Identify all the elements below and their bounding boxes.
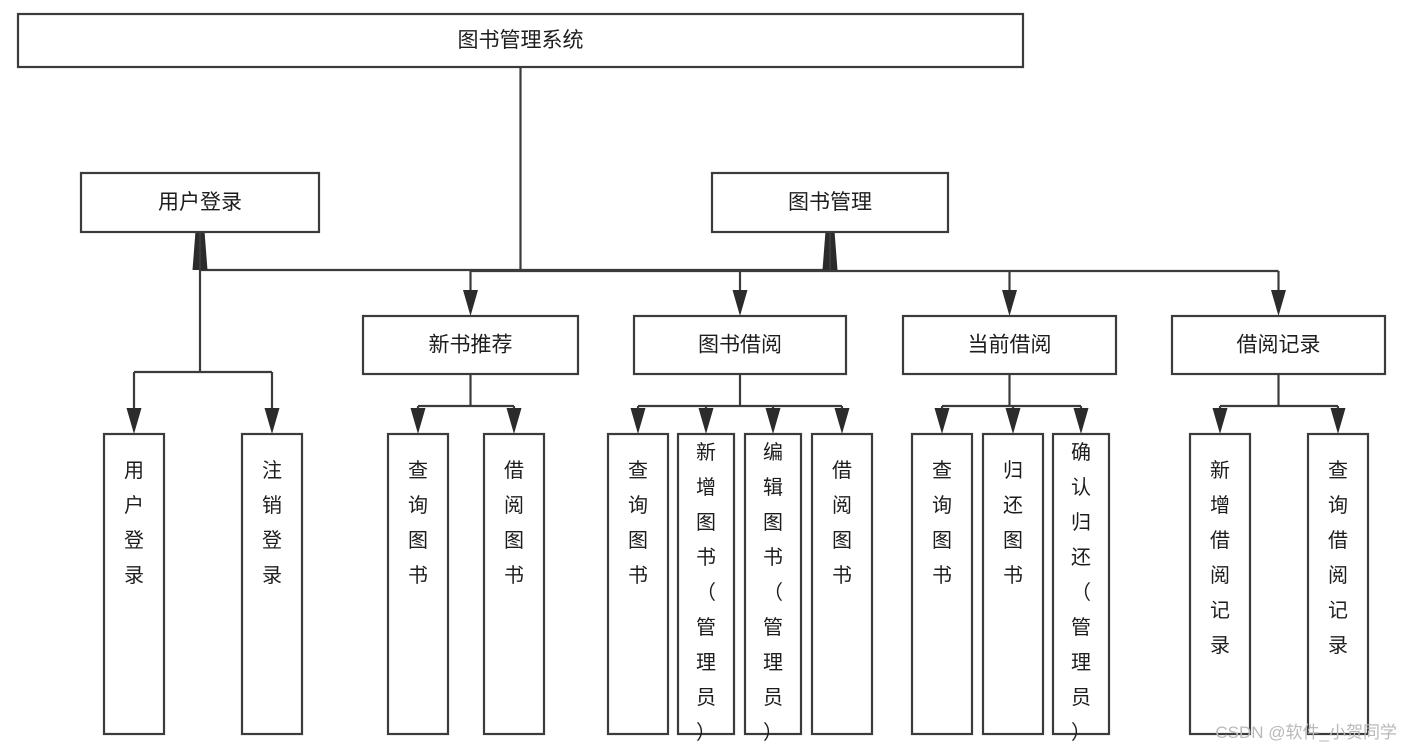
node-box <box>632 314 848 376</box>
node-label: 新增借阅记录 <box>1210 459 1230 657</box>
arrow-head <box>506 408 522 434</box>
edge-group-book-manage <box>463 232 1286 316</box>
node-label: 用户登录 <box>124 460 144 587</box>
node-box <box>910 432 974 736</box>
node-new-book-rec[interactable]: 新书推荐 <box>361 314 580 376</box>
arrow-head <box>698 408 714 434</box>
node-box <box>386 432 450 736</box>
arrow-head <box>463 290 478 316</box>
node-book-manage[interactable]: 图书管理 <box>710 171 950 234</box>
arrow-head <box>630 408 646 434</box>
node-leaf-edit-book[interactable]: 编辑图书（管理员） <box>743 432 803 744</box>
node-box <box>1051 432 1111 736</box>
node-current-borrow[interactable]: 当前借阅 <box>901 314 1118 376</box>
arrow-head <box>410 408 426 434</box>
arrow-head <box>834 408 850 434</box>
arrow-head <box>1212 408 1228 434</box>
node-label: 图书管理 <box>788 191 872 214</box>
edge-group-borrow-record <box>1212 374 1346 434</box>
node-label: 借阅图书 <box>504 459 524 587</box>
node-box <box>482 432 546 736</box>
arrow-head <box>934 408 950 434</box>
node-box <box>743 432 803 736</box>
node-leaf-return-book[interactable]: 归还图书 <box>981 432 1045 736</box>
edge-group-root <box>192 67 838 272</box>
node-box <box>676 432 736 736</box>
node-label: 查询借阅记录 <box>1328 459 1348 657</box>
node-leaf-borrow-book-1[interactable]: 借阅图书 <box>482 432 546 736</box>
node-label: 图书借阅 <box>698 334 782 357</box>
node-label: 当前借阅 <box>968 334 1052 357</box>
node-leaf-query-book-1[interactable]: 查询图书 <box>386 432 450 736</box>
arrow-head <box>732 290 748 316</box>
edge-group-book-borrow <box>630 374 850 434</box>
node-book-borrow[interactable]: 图书借阅 <box>632 314 848 376</box>
node-leaf-user-login[interactable]: 用户登录 <box>102 432 166 736</box>
node-label: 确认归还（管理员） <box>1071 441 1091 744</box>
node-box <box>1170 314 1387 376</box>
node-box <box>102 432 166 736</box>
edge-group-user-login <box>126 232 280 434</box>
node-label: 借阅图书 <box>832 459 852 587</box>
node-box <box>710 171 950 234</box>
node-box <box>16 12 1025 69</box>
node-box <box>981 432 1045 736</box>
node-box <box>606 432 670 736</box>
node-label: 新增图书（管理员） <box>696 441 716 744</box>
node-label: 查询图书 <box>932 459 952 587</box>
edge-group-new-book-rec <box>410 374 522 434</box>
node-borrow-record[interactable]: 借阅记录 <box>1170 314 1387 376</box>
node-box <box>361 314 580 376</box>
edge-group-current-borrow <box>934 374 1089 434</box>
node-leaf-borrow-book-2[interactable]: 借阅图书 <box>810 432 874 736</box>
arrow-head <box>264 408 280 434</box>
edge-layer <box>126 67 1346 434</box>
node-box <box>1188 432 1252 736</box>
node-label: 用户登录 <box>158 191 242 214</box>
node-label: 图书管理系统 <box>458 29 584 52</box>
node-layer: 图书管理系统用户登录图书管理新书推荐图书借阅当前借阅借阅记录用户登录注销登录查询… <box>16 12 1387 744</box>
node-label: 新书推荐 <box>429 334 513 357</box>
node-leaf-user-logout[interactable]: 注销登录 <box>240 432 304 736</box>
node-label: 注销登录 <box>262 459 282 587</box>
arrow-head <box>1005 408 1021 434</box>
arrow-head <box>1330 408 1346 434</box>
node-label: 编辑图书（管理员） <box>763 441 783 744</box>
node-leaf-query-book-3[interactable]: 查询图书 <box>910 432 974 736</box>
arrow-head <box>765 408 781 434</box>
node-label: 查询图书 <box>408 459 428 587</box>
arrow-head <box>126 408 142 434</box>
node-leaf-query-book-2[interactable]: 查询图书 <box>606 432 670 736</box>
node-root[interactable]: 图书管理系统 <box>16 12 1025 69</box>
node-leaf-add-record[interactable]: 新增借阅记录 <box>1188 432 1252 736</box>
node-box <box>810 432 874 736</box>
node-box <box>240 432 304 736</box>
node-leaf-query-record[interactable]: 查询借阅记录 <box>1306 432 1370 736</box>
node-box <box>1306 432 1370 736</box>
arrow-head <box>1073 408 1089 434</box>
node-label: 查询图书 <box>628 459 648 587</box>
node-label: 归还图书 <box>1003 459 1023 587</box>
node-leaf-add-book[interactable]: 新增图书（管理员） <box>676 432 736 744</box>
node-user-login[interactable]: 用户登录 <box>79 171 321 234</box>
node-box <box>901 314 1118 376</box>
arrow-head <box>1002 290 1017 316</box>
node-leaf-confirm-return[interactable]: 确认归还（管理员） <box>1051 432 1111 744</box>
node-label: 借阅记录 <box>1237 334 1321 357</box>
arrow-head <box>1271 290 1286 316</box>
node-box <box>79 171 321 234</box>
